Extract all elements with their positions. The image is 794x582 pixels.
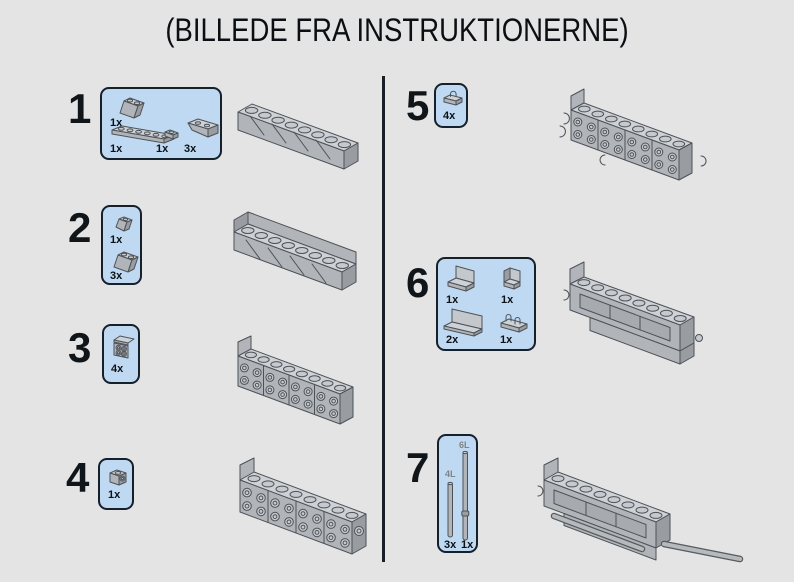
parts-callout-step-4: 1x [98,458,134,510]
front-studs [573,117,677,174]
step-number: 1 [68,85,92,132]
step-number: 3 [68,324,92,371]
slope-2x2-icon [113,251,139,273]
front-studs [242,487,350,548]
slope-brick-2x2-icon [119,97,145,119]
step-number: 4 [66,454,90,501]
step-number: 7 [406,444,430,491]
parts-callout-step-1: 1x 1x 1x 3x [100,87,222,160]
bar-4l-icon [447,481,453,538]
step-number: 2 [68,204,92,251]
front-studs [239,363,339,419]
assembly-step-3 [237,335,354,425]
quantity-label: 3x [444,539,457,551]
assembly-step-6 [563,261,703,365]
page-title: (BILLEDE FRA INSTRUKTIONERNE) [165,12,629,48]
parts-callout-step-2: 1x 3x [101,205,142,285]
quantity-label: 3x [110,270,123,282]
quantity-label: 1x [501,294,514,306]
plate-1x1-icon [164,129,179,140]
assembly-step-2 [233,211,357,291]
bracket-1x2-2x2-icon [113,335,135,359]
quantity-label: 1x [110,117,123,129]
brick-1x1-side-stud-icon [109,469,127,486]
bar-length-label: 6L [459,440,470,450]
panel-1x2-icon [447,265,475,292]
parts-callout-step-3: 4x [102,324,140,384]
bar-length-label: 4L [445,469,456,479]
step-number: 6 [406,259,430,306]
parts-callout-step-7: 6L 4L 3x 1x [437,434,478,553]
quantity-label: 1x [500,334,513,346]
quantity-label: 2x [446,334,459,346]
bar-6l-icon [461,450,470,541]
quantity-label: 1x [110,143,123,155]
assembly-step-7 [537,457,744,563]
panel-1x4-icon [443,308,483,337]
plate-1x6-icon [111,125,175,144]
quantity-label: 1x [446,294,459,306]
slope-1x1-icon [115,216,133,232]
panel-1x1-corner-icon [503,267,521,290]
quantity-label: 1x [108,489,121,501]
step-number: 5 [406,82,430,129]
quantity-label: 1x [461,539,474,551]
parts-callout-step-5: 4x [434,83,468,128]
assembly-step-5 [559,88,707,181]
quantity-label: 4x [111,363,124,375]
quantity-label: 4x [443,110,456,122]
quantity-label: 3x [184,143,197,155]
plate-1x2-clip-icon [443,90,463,106]
assembly-step-1 [237,103,359,170]
assembly-step-4 [239,457,367,555]
quantity-label: 1x [156,143,169,155]
inverted-slope-2x2-icon [187,118,219,138]
parts-callout-step-6: 1x 1x 2x 1x [436,257,536,351]
quantity-label: 1x [110,234,123,246]
plate-with-clips-icon [500,314,528,333]
column-divider [382,76,385,562]
